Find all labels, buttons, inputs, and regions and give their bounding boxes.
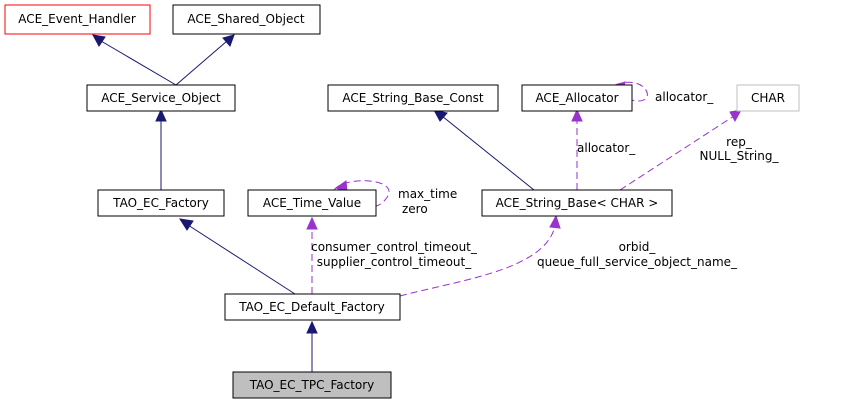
arrowhead-shared-object <box>222 34 235 47</box>
node-label: ACE_Shared_Object <box>187 12 305 26</box>
label-orbid: orbid_ <box>619 240 657 254</box>
arrowhead-default-factory <box>306 320 318 334</box>
edge-string-base-to-char <box>619 115 735 191</box>
arrowhead-ec-factory <box>178 218 194 231</box>
label-null-string: NULL_String_ <box>700 149 780 163</box>
class-node-tao-ec-default-factory[interactable]: TAO_EC_Default_Factory <box>224 293 401 321</box>
label-supplier-timeout: supplier_control_timeout_ <box>317 255 472 269</box>
node-label: ACE_Service_Object <box>101 91 221 105</box>
edge-default-factory-to-string-base <box>399 225 556 297</box>
label-zero: zero <box>402 202 428 216</box>
class-node-tao-ec-factory[interactable]: TAO_EC_Factory <box>97 189 225 217</box>
arrowhead-string-base <box>549 214 561 229</box>
node-label: TAO_EC_TPC_Factory <box>249 378 375 392</box>
inheritance-edges <box>92 34 535 372</box>
node-label: TAO_EC_Default_Factory <box>238 300 384 314</box>
label-consumer-timeout: consumer_control_timeout_ <box>311 240 478 254</box>
edge-string-base-to-const <box>441 115 535 191</box>
arrowhead-string-base-const <box>433 109 448 122</box>
arrowhead-time-value <box>306 216 318 230</box>
label-queue-full: queue_full_service_object_name_ <box>537 255 738 269</box>
edge-default-factory-to-ec-factory <box>187 224 296 295</box>
node-label: TAO_EC_Factory <box>112 196 209 210</box>
class-node-char[interactable]: CHAR <box>736 84 800 112</box>
arrowhead-char <box>729 109 742 123</box>
edge-labels: allocator_ allocator_ rep_ NULL_String_ … <box>311 90 779 269</box>
class-node-ace-shared-object[interactable]: ACE_Shared_Object <box>172 4 321 35</box>
node-label: ACE_String_Base< CHAR > <box>496 196 659 210</box>
class-node-tao-ec-tpc-factory[interactable]: TAO_EC_TPC_Factory <box>232 371 392 399</box>
class-node-ace-allocator[interactable]: ACE_Allocator <box>521 84 633 112</box>
edge-allocator-self <box>614 81 648 102</box>
class-node-ace-event-handler[interactable]: ACE_Event_Handler <box>4 4 151 35</box>
node-label: CHAR <box>751 91 785 105</box>
arrowhead-event-handler <box>92 34 106 47</box>
label-allocator-use: allocator_ <box>577 141 636 155</box>
edge-service-to-shared-object <box>175 40 228 86</box>
arrowhead-service-object <box>155 108 167 122</box>
class-node-ace-string-base-const[interactable]: ACE_String_Base_Const <box>327 84 499 112</box>
node-label: ACE_Event_Handler <box>18 12 136 26</box>
class-node-ace-service-object[interactable]: ACE_Service_Object <box>86 84 236 112</box>
node-label: ACE_String_Base_Const <box>342 91 484 105</box>
node-label: ACE_Time_Value <box>263 196 361 210</box>
usage-edges <box>306 81 742 297</box>
edge-time-value-self <box>333 180 390 208</box>
label-allocator-self: allocator_ <box>655 90 714 104</box>
label-rep: rep_ <box>726 135 753 149</box>
label-max-time: max_time <box>398 187 457 201</box>
node-label: ACE_Allocator <box>535 91 618 105</box>
class-node-ace-time-value[interactable]: ACE_Time_Value <box>247 189 377 217</box>
arrowhead-allocator <box>571 108 583 122</box>
edge-service-to-event-handler <box>100 40 177 86</box>
class-node-ace-string-base-char[interactable]: ACE_String_Base< CHAR > <box>481 189 673 217</box>
